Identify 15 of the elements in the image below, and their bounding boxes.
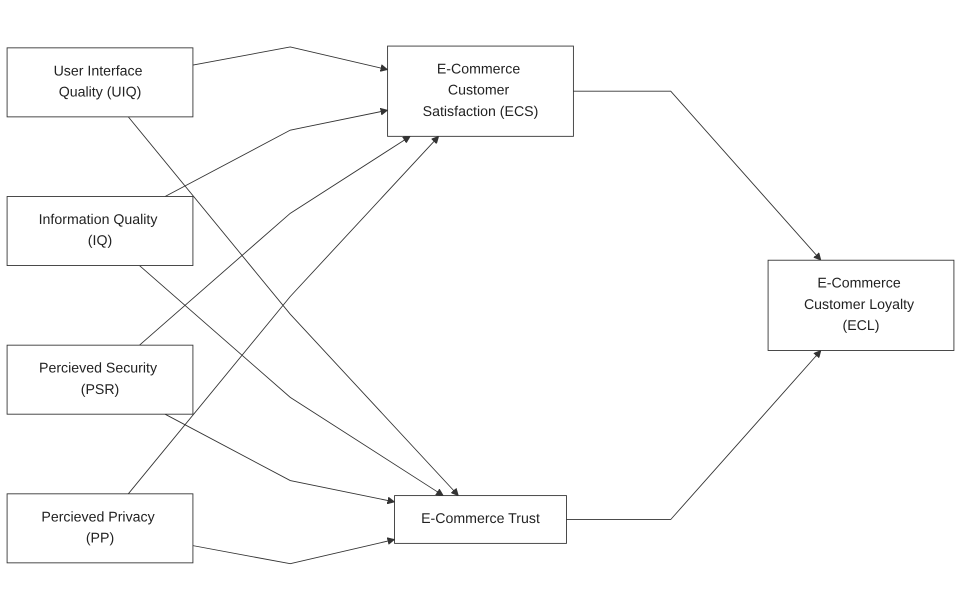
arrow [139, 136, 411, 346]
node-box: E-Commerce Trust [394, 495, 567, 544]
arrow [139, 265, 444, 496]
node-box: User Interface Quality (UIQ) [6, 48, 194, 118]
arrow [192, 46, 388, 72]
arrow [164, 414, 395, 504]
arrow [566, 350, 822, 520]
node-box: Information Quality (IQ) [6, 196, 194, 266]
node-box: Percieved Security (PSR) [6, 344, 194, 415]
arrow [164, 108, 388, 198]
arrow [572, 90, 822, 261]
node-box: E-Commerce Customer Loyalty (ECL) [768, 260, 954, 352]
node-box: Percieved Privacy (PP) [6, 493, 194, 564]
node-box: E-Commerce Customer Satisfaction (ECS) [387, 46, 574, 137]
arrow [192, 537, 395, 564]
